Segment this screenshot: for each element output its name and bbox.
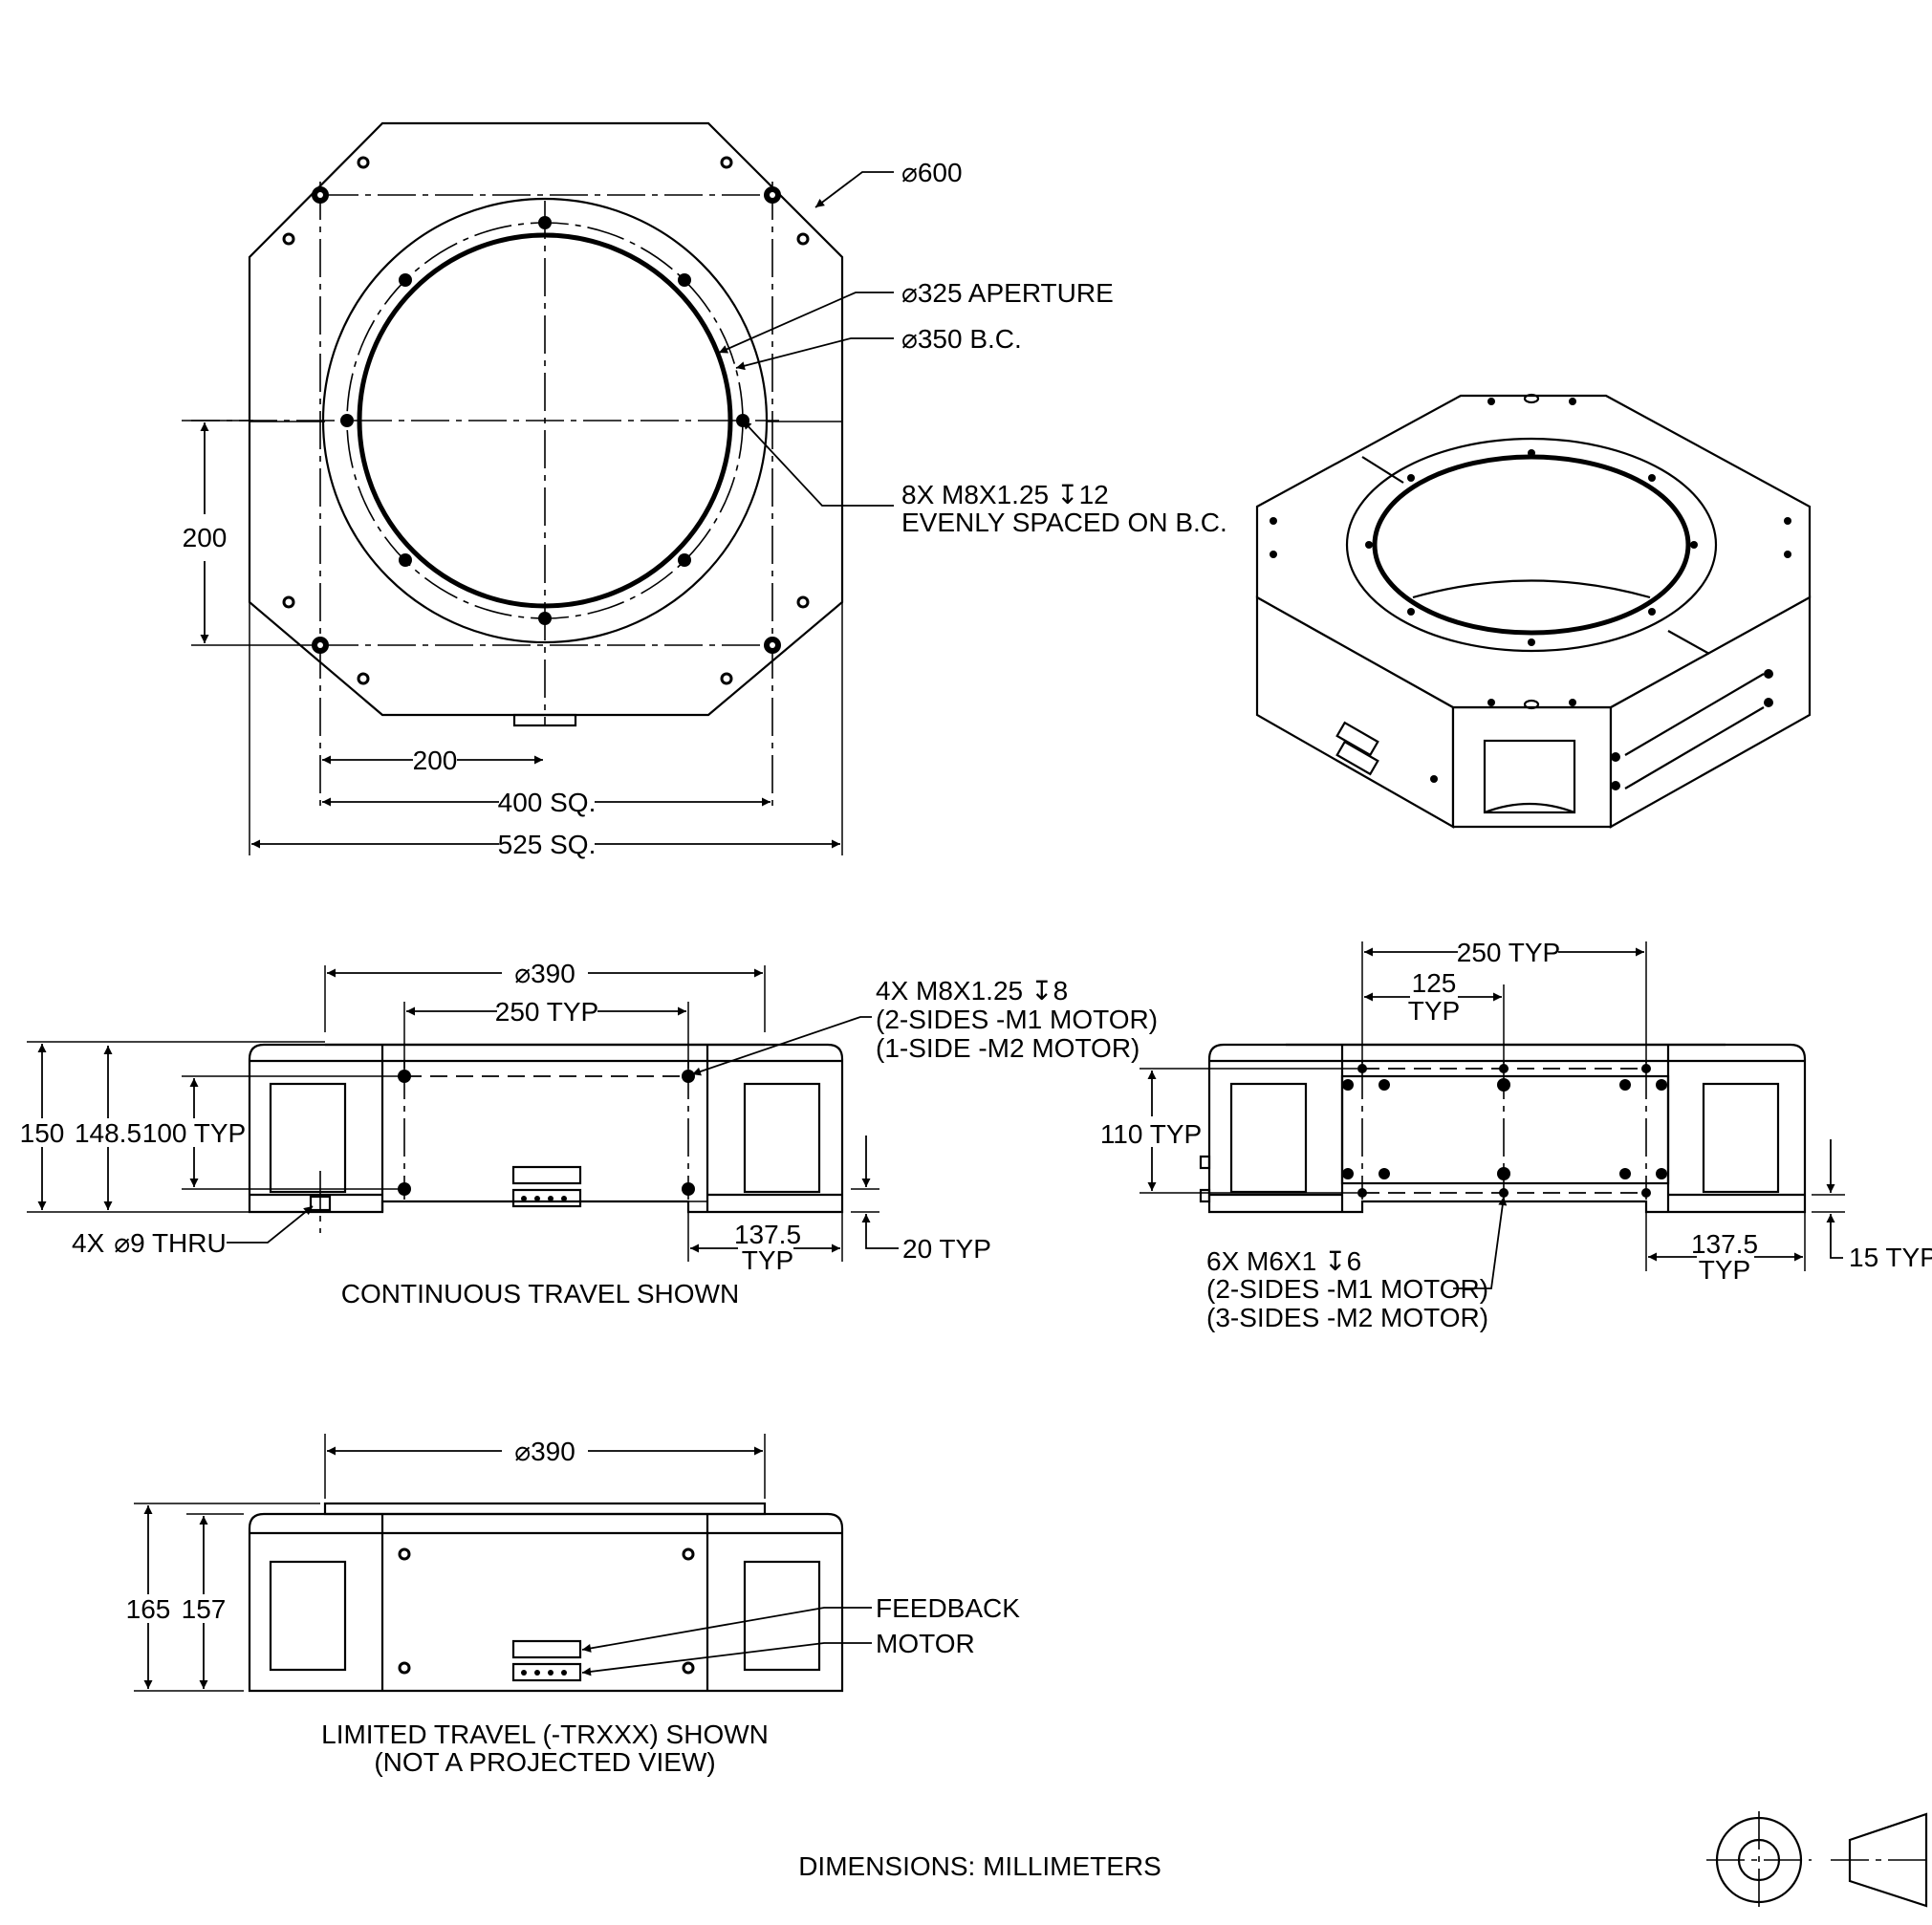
side-holes-note-1: (2-SIDES -M1 MOTOR) — [1206, 1274, 1488, 1304]
units-note: DIMENSIONS: MILLIMETERS — [798, 1851, 1161, 1881]
front-dim-100: 100 TYP — [142, 1118, 246, 1148]
side-dim-110: 110 TYP — [1100, 1119, 1202, 1149]
front-caption: CONTINUOUS TRAVEL SHOWN — [341, 1279, 739, 1309]
front-thru-holes: 4X⌀9 THRU — [72, 1228, 227, 1258]
iso-outer-ring — [1345, 437, 1718, 653]
limited-top-ring — [323, 1502, 767, 1516]
front-dim-137: 137.5 — [734, 1220, 801, 1249]
front-dia-390: ⌀390 — [514, 959, 575, 988]
corner-mount-holes — [312, 186, 781, 654]
side-dim-125-typ: TYP — [1408, 996, 1460, 1026]
cover-screws — [282, 156, 810, 685]
side-holes-label: 6X M6X1↧6 — [1206, 1246, 1361, 1276]
side-dim-250: 250 TYP — [1457, 938, 1560, 967]
limited-dim-165: 165 — [126, 1594, 171, 1624]
isometric-view — [1255, 393, 1812, 829]
front-mount-note-2: (1-SIDE -M2 MOTOR) — [876, 1033, 1140, 1063]
side-dim-125: 125 — [1412, 968, 1457, 998]
dia-600-label: ⌀600 — [901, 158, 963, 187]
limited-body — [248, 1512, 844, 1693]
top-view: ⌀600 ⌀325 APERTURE ⌀350 B.C. 8X M8X1.25↧… — [182, 121, 1227, 859]
front-mount-note-1: (2-SIDES -M1 MOTOR) — [876, 1005, 1158, 1034]
side-holes — [1342, 1064, 1667, 1198]
side-dim-137-typ: TYP — [1699, 1255, 1750, 1285]
bolt-circle-label: ⌀350 B.C. — [901, 324, 1022, 354]
front-mount-label: 4X M8X1.25↧8 — [876, 976, 1068, 1006]
front-view: ⌀390 250 TYP 4X M8X1.25↧8 (2-SIDES -M1 M… — [20, 959, 1158, 1309]
dim-525-sq: 525 SQ. — [498, 830, 597, 859]
top-view-outline — [248, 121, 844, 717]
aperture-label: ⌀325 APERTURE — [901, 278, 1114, 308]
limited-caption-1: LIMITED TRAVEL (-TRXXX) SHOWN — [321, 1720, 769, 1749]
threaded-holes-label: 8X M8X1.25↧12 — [901, 480, 1109, 509]
feedback-label: FEEDBACK — [876, 1593, 1020, 1623]
projection-symbol — [1706, 1811, 1928, 1910]
front-dim-150: 150 — [20, 1118, 65, 1148]
limited-travel-view: ⌀390 165 157 FEEDBACK MOTOR LIMITED TRAV… — [126, 1434, 1020, 1777]
front-dim-20: 20 TYP — [902, 1234, 991, 1264]
dim-vertical-200: 200 — [183, 523, 228, 552]
side-dim-137: 137.5 — [1691, 1229, 1758, 1259]
limited-caption-2: (NOT A PROJECTED VIEW) — [374, 1747, 715, 1777]
iso-bolt-holes — [1270, 393, 1791, 710]
side-dim-15: 15 TYP — [1849, 1243, 1932, 1272]
limited-dia-390: ⌀390 — [514, 1437, 575, 1466]
side-holes-note-2: (3-SIDES -M2 MOTOR) — [1206, 1303, 1488, 1332]
front-dim-250: 250 TYP — [495, 997, 598, 1027]
dim-horizontal-200: 200 — [413, 746, 458, 775]
front-view-body — [248, 1043, 844, 1214]
side-view-body — [1207, 1043, 1807, 1214]
front-dim-137-typ: TYP — [742, 1245, 793, 1275]
front-dim-148: 148.5 — [75, 1118, 141, 1148]
dim-400-sq: 400 SQ. — [498, 788, 597, 817]
motor-label: MOTOR — [876, 1629, 975, 1658]
side-view: 250 TYP 125 TYP 110 TYP 137.5 TYP 15 TYP… — [1100, 938, 1932, 1332]
threaded-holes-note: EVENLY SPACED ON B.C. — [901, 508, 1227, 537]
limited-dim-157: 157 — [182, 1594, 227, 1624]
